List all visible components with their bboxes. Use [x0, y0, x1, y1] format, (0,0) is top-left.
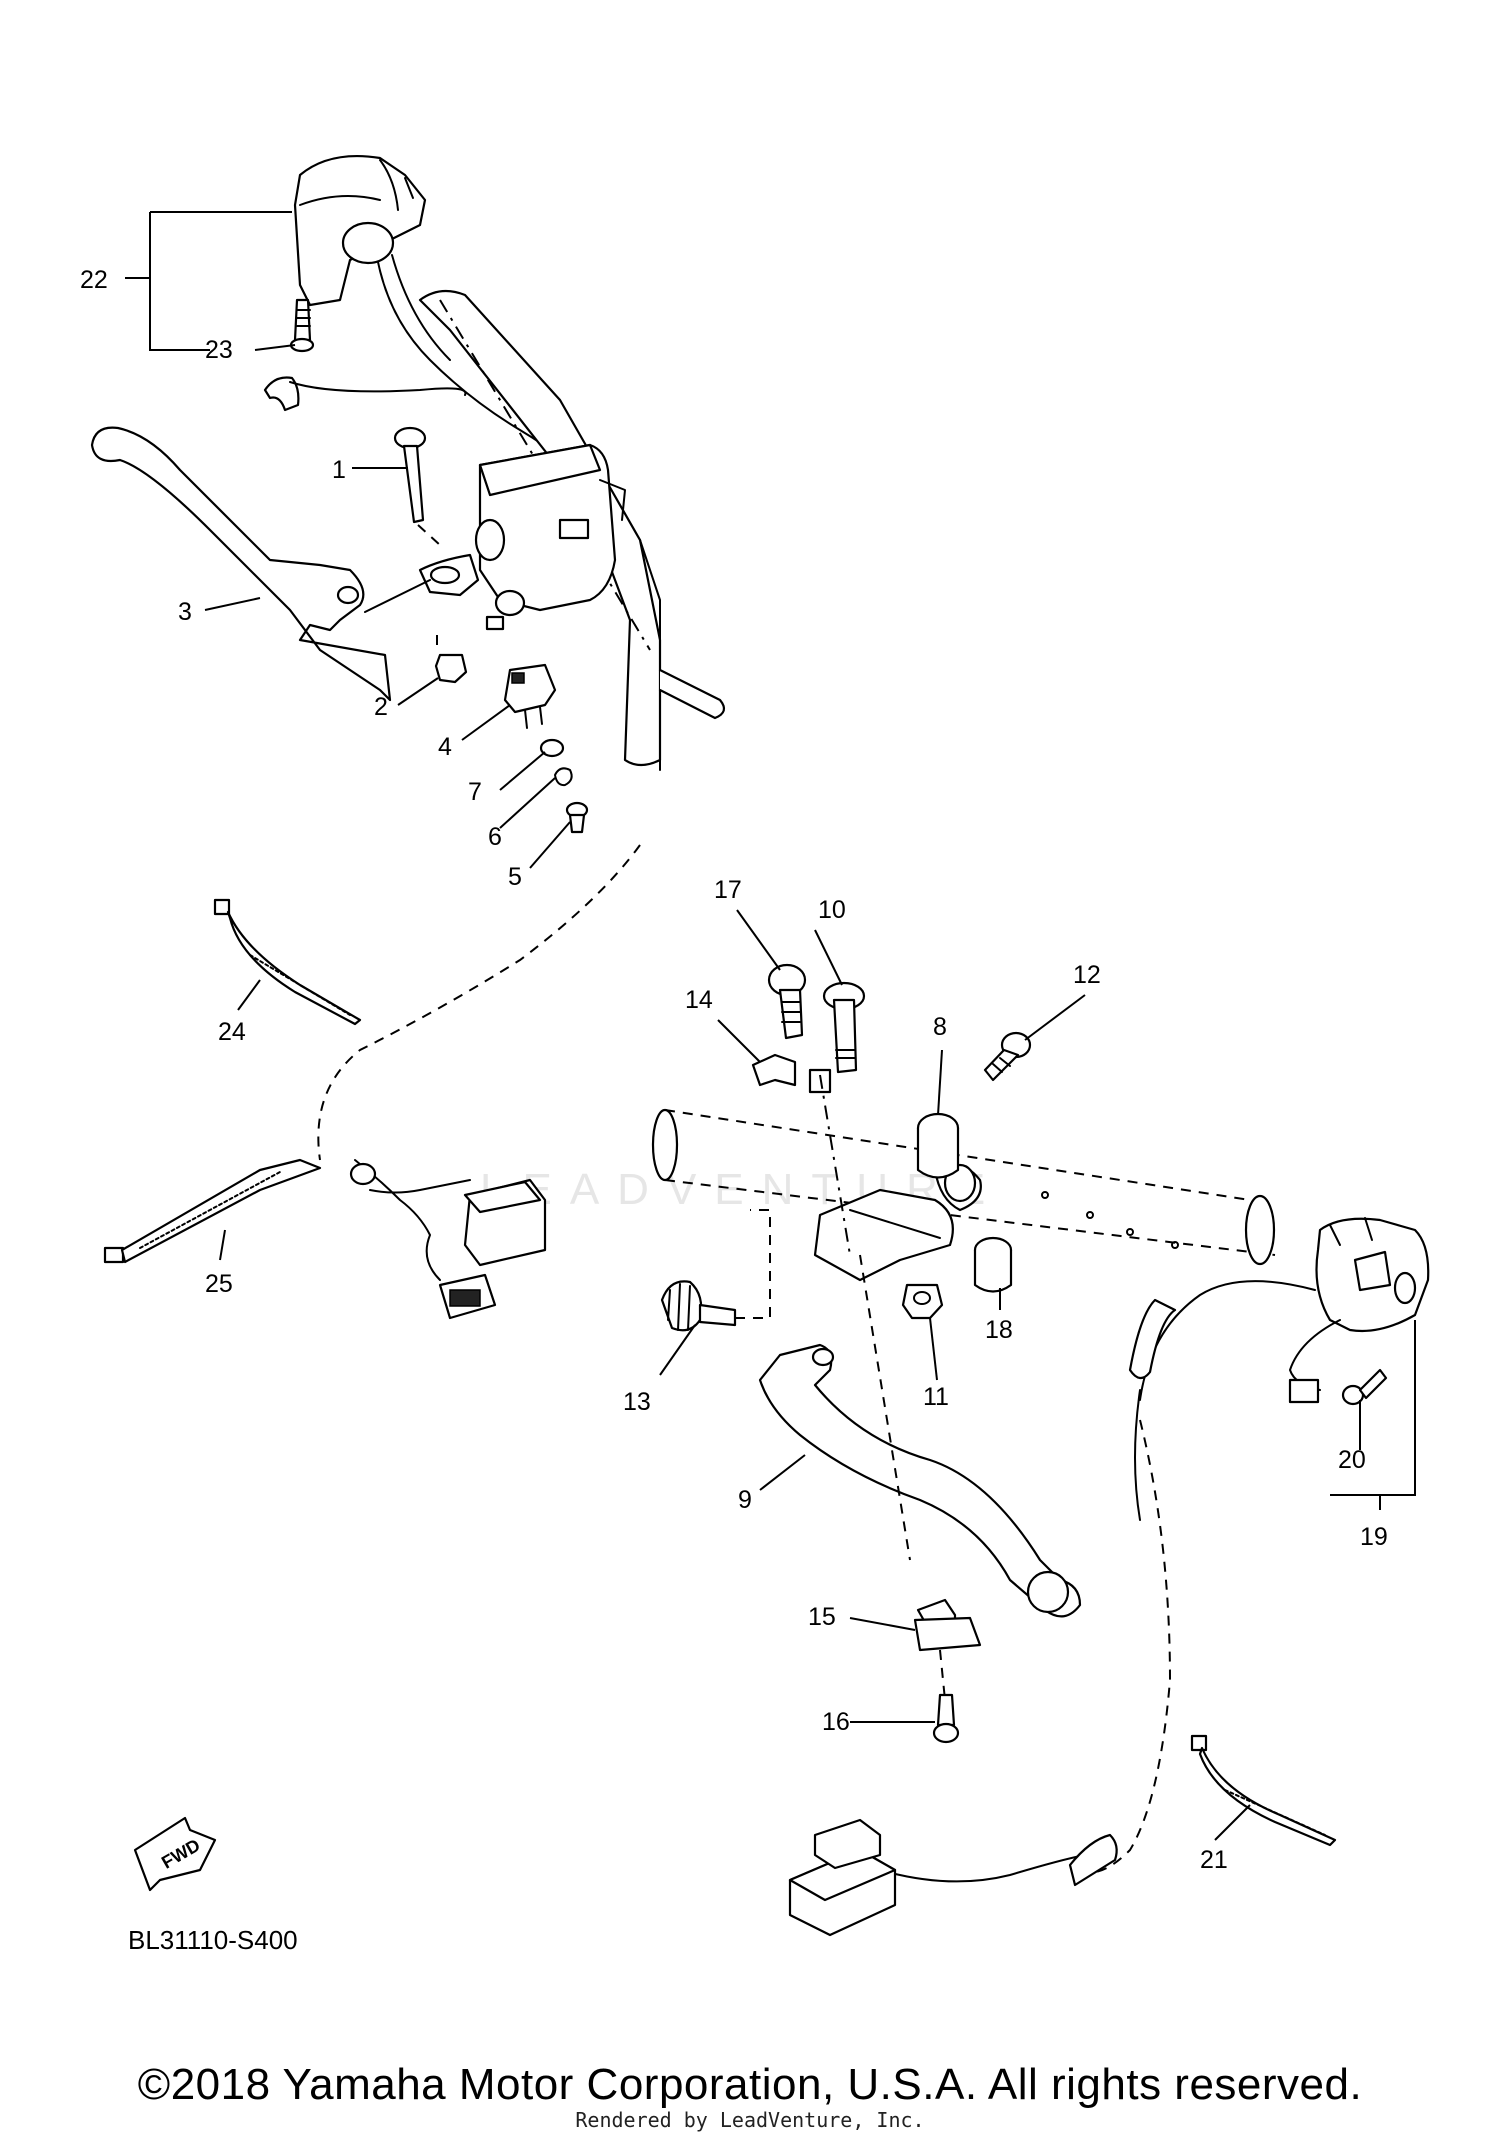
cable-tie-21[interactable] [1190, 1734, 1337, 1847]
bolt-1[interactable] [393, 426, 441, 546]
callout-23: 23 [205, 336, 233, 364]
bolt-12[interactable] [983, 1031, 1032, 1082]
circlip-6[interactable] [554, 767, 573, 787]
collar-8[interactable] [916, 1112, 960, 1179]
callout-10: 10 [818, 896, 846, 924]
callout-11: 11 [923, 1383, 949, 1411]
callout-9: 9 [738, 1486, 752, 1514]
screw-5[interactable] [565, 801, 589, 834]
callout-5: 5 [508, 863, 522, 891]
callout-numbers: 1 2 3 4 5 6 7 8 9 10 11 12 13 14 15 16 1… [80, 266, 1388, 1874]
callout-leaders [125, 211, 1416, 1841]
callout-25: 25 [205, 1270, 233, 1298]
cable-tie-24[interactable] [213, 898, 362, 1026]
bolt-17[interactable] [767, 963, 807, 1040]
callout-24: 24 [218, 1018, 246, 1046]
callout-17: 17 [714, 876, 742, 904]
callout-15: 15 [808, 1603, 836, 1631]
copyright-notice: ©2018 Yamaha Motor Corporation, U.S.A. A… [137, 2060, 1363, 2109]
wire-connector-bottom[interactable] [788, 1818, 1118, 1937]
clutch-lever-9[interactable] [758, 1074, 1082, 1618]
screw-20[interactable] [1341, 1368, 1388, 1406]
clip-14[interactable] [751, 1053, 832, 1094]
callout-1: 1 [332, 456, 346, 484]
wire-connector-left[interactable] [349, 1159, 547, 1320]
handlebar-right [651, 1108, 1276, 1266]
rendered-by-notice: Rendered by LeadVenture, Inc. [575, 2108, 925, 2132]
callout-8: 8 [933, 1013, 947, 1041]
left-switch-housing[interactable] [293, 155, 427, 307]
callout-22: 22 [80, 266, 108, 294]
brake-switch-4[interactable] [503, 663, 557, 729]
callout-7: 7 [468, 778, 482, 806]
adjuster-13[interactable] [660, 1209, 771, 1332]
washer-7[interactable] [539, 738, 565, 758]
switch-wire-clip[interactable] [263, 376, 467, 412]
callout-2: 2 [374, 693, 388, 721]
switch-screw-23[interactable] [289, 298, 315, 353]
callout-20: 20 [1338, 1446, 1366, 1474]
callout-4: 4 [438, 733, 452, 761]
cable-tie-25[interactable] [103, 1158, 322, 1264]
collar-18[interactable] [973, 1236, 1013, 1293]
callout-21: 21 [1200, 1846, 1228, 1874]
callout-19: 19 [1360, 1523, 1388, 1551]
wire-harness-dash [317, 844, 641, 1161]
callout-16: 16 [822, 1708, 850, 1736]
clutch-lever-holder[interactable] [813, 1163, 982, 1282]
bolt-10[interactable] [822, 981, 866, 1074]
nut-11[interactable] [901, 1283, 944, 1320]
right-switch-housing[interactable] [1315, 1217, 1430, 1333]
callout-3: 3 [178, 598, 192, 626]
callout-13: 13 [623, 1388, 651, 1416]
clutch-switch-15[interactable] [913, 1598, 982, 1701]
callout-12: 12 [1073, 961, 1101, 989]
fwd-arrow-icon: FWD [133, 1816, 217, 1892]
nut-2[interactable] [434, 635, 468, 684]
screw-16[interactable] [932, 1693, 960, 1744]
callout-14: 14 [685, 986, 713, 1014]
callout-18: 18 [985, 1316, 1013, 1344]
reference-code: BL31110-S400 [128, 1925, 298, 1955]
master-cylinder[interactable] [474, 443, 626, 631]
callout-6: 6 [488, 823, 502, 851]
brake-lever-3[interactable] [90, 426, 480, 702]
